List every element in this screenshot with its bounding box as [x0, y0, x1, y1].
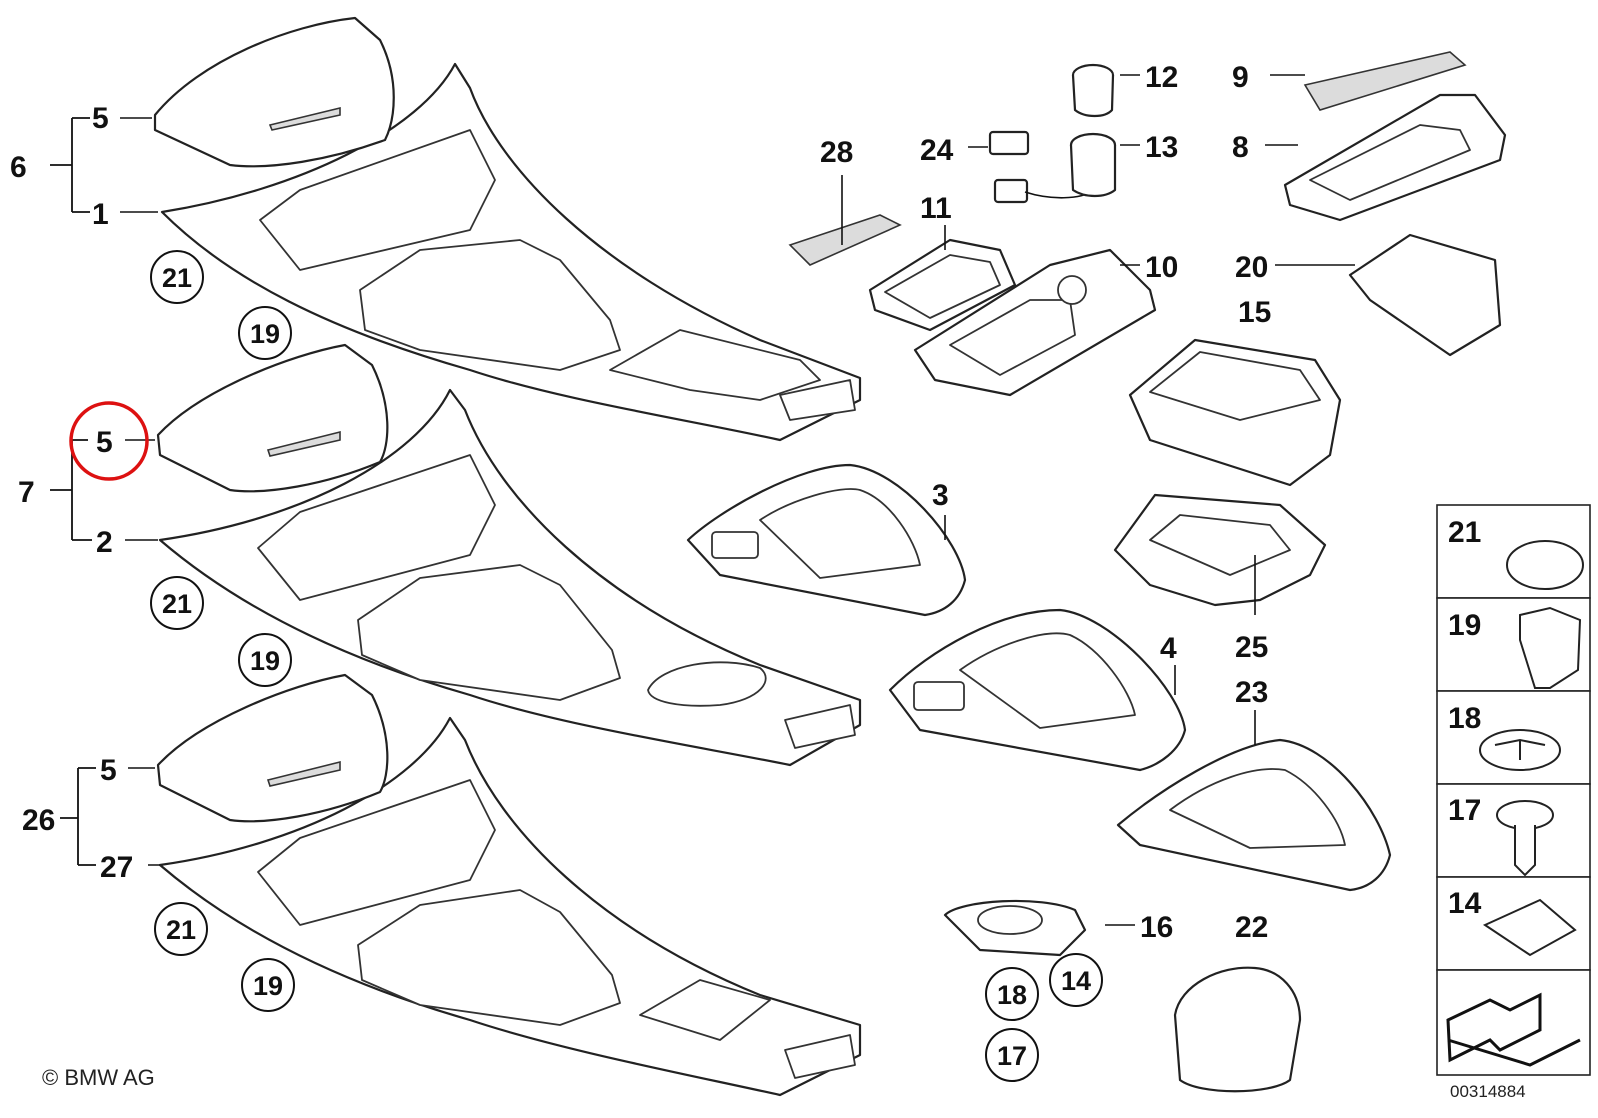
label-22: 22: [1235, 911, 1268, 944]
circled-label-19-bottom: 19: [241, 958, 295, 1012]
highlight-circle: [69, 401, 149, 481]
label-1: 1: [92, 198, 109, 231]
label-3: 3: [932, 479, 949, 512]
circled-label-21-middle: 21: [150, 576, 204, 630]
part-28-mat: [788, 214, 902, 266]
console-trim-part-1: [160, 62, 862, 442]
label-20: 20: [1235, 251, 1268, 284]
label-13: 13: [1145, 131, 1178, 164]
part-9-mat: [1303, 51, 1467, 111]
console-trim-part-2: [158, 388, 862, 767]
label-5-middle: 5: [96, 426, 113, 459]
part-10-tray: [913, 248, 1157, 397]
circled-label-21-bottom: 21: [154, 902, 208, 956]
part-16-ring: [943, 899, 1087, 957]
label-9: 9: [1232, 61, 1249, 94]
doc-number: 00314884: [1450, 1082, 1526, 1101]
star-washer-icon: [1479, 729, 1561, 771]
part-4-shift-trim: [888, 608, 1187, 772]
cover-part-5-top: [153, 16, 395, 168]
svg-text:19: 19: [250, 319, 280, 349]
part-22-cover: [1173, 966, 1302, 1093]
label-28: 28: [820, 136, 853, 169]
svg-text:21: 21: [166, 915, 196, 945]
label-12: 12: [1145, 61, 1178, 94]
part-20-box: [1348, 233, 1502, 357]
svg-text:14: 14: [1061, 966, 1091, 996]
sidebar-label-19: 19: [1448, 609, 1481, 642]
label-5-top: 5: [92, 102, 109, 135]
svg-text:21: 21: [162, 263, 192, 293]
circled-label-19-top: 19: [238, 306, 292, 360]
cover-part-5-middle: [156, 343, 389, 493]
svg-text:21: 21: [162, 589, 192, 619]
part-12-socket: [1071, 63, 1115, 118]
copyright-text: © BMW AG: [42, 1065, 155, 1090]
cap-icon: [1506, 540, 1584, 590]
circled-label-18: 18: [985, 967, 1039, 1021]
sidebar-label-21: 21: [1448, 516, 1481, 549]
label-24: 24: [920, 134, 954, 167]
cover-part-5-bottom: [156, 673, 389, 823]
label-5-bottom: 5: [100, 754, 117, 787]
label-26: 26: [22, 804, 55, 837]
sidebar-label-14: 14: [1448, 887, 1482, 920]
part-11-tray: [868, 238, 1017, 332]
sidebar-label-17: 17: [1448, 794, 1481, 827]
nut-clip-icon: [1482, 898, 1577, 957]
clip-icon: [1519, 606, 1582, 689]
label-8: 8: [1232, 131, 1249, 164]
sidebar-label-18: 18: [1448, 702, 1481, 735]
direction-arrow-icon: [1446, 992, 1581, 1067]
label-11: 11: [920, 192, 952, 225]
sidebar-legend: 21 19 18 17 14: [1436, 504, 1591, 1076]
part-23-shift-trim: [1116, 738, 1392, 892]
screw-icon: [1496, 800, 1554, 877]
part-15-box: [1128, 338, 1342, 487]
part-3-shift-trim: [686, 463, 967, 617]
svg-text:19: 19: [253, 971, 283, 1001]
label-6: 6: [10, 151, 27, 184]
label-7: 7: [18, 476, 35, 509]
svg-text:19: 19: [250, 646, 280, 676]
circled-label-17: 17: [985, 1028, 1039, 1082]
label-16: 16: [1140, 911, 1173, 944]
svg-text:17: 17: [997, 1041, 1027, 1071]
label-25: 25: [1235, 631, 1268, 664]
label-15: 15: [1238, 296, 1271, 329]
part-8-tray: [1283, 93, 1507, 222]
part-25-bracket: [1113, 493, 1327, 607]
label-2: 2: [96, 526, 113, 559]
circled-label-19-middle: 19: [238, 633, 292, 687]
label-4: 4: [1160, 632, 1177, 665]
part-13-socket: [1069, 132, 1117, 198]
console-trim-part-27: [158, 716, 862, 1097]
label-10: 10: [1145, 251, 1178, 284]
label-23: 23: [1235, 676, 1268, 709]
circled-label-21-top: 21: [150, 250, 204, 304]
svg-text:18: 18: [997, 980, 1027, 1010]
circled-label-14: 14: [1049, 953, 1103, 1007]
label-27: 27: [100, 851, 133, 884]
